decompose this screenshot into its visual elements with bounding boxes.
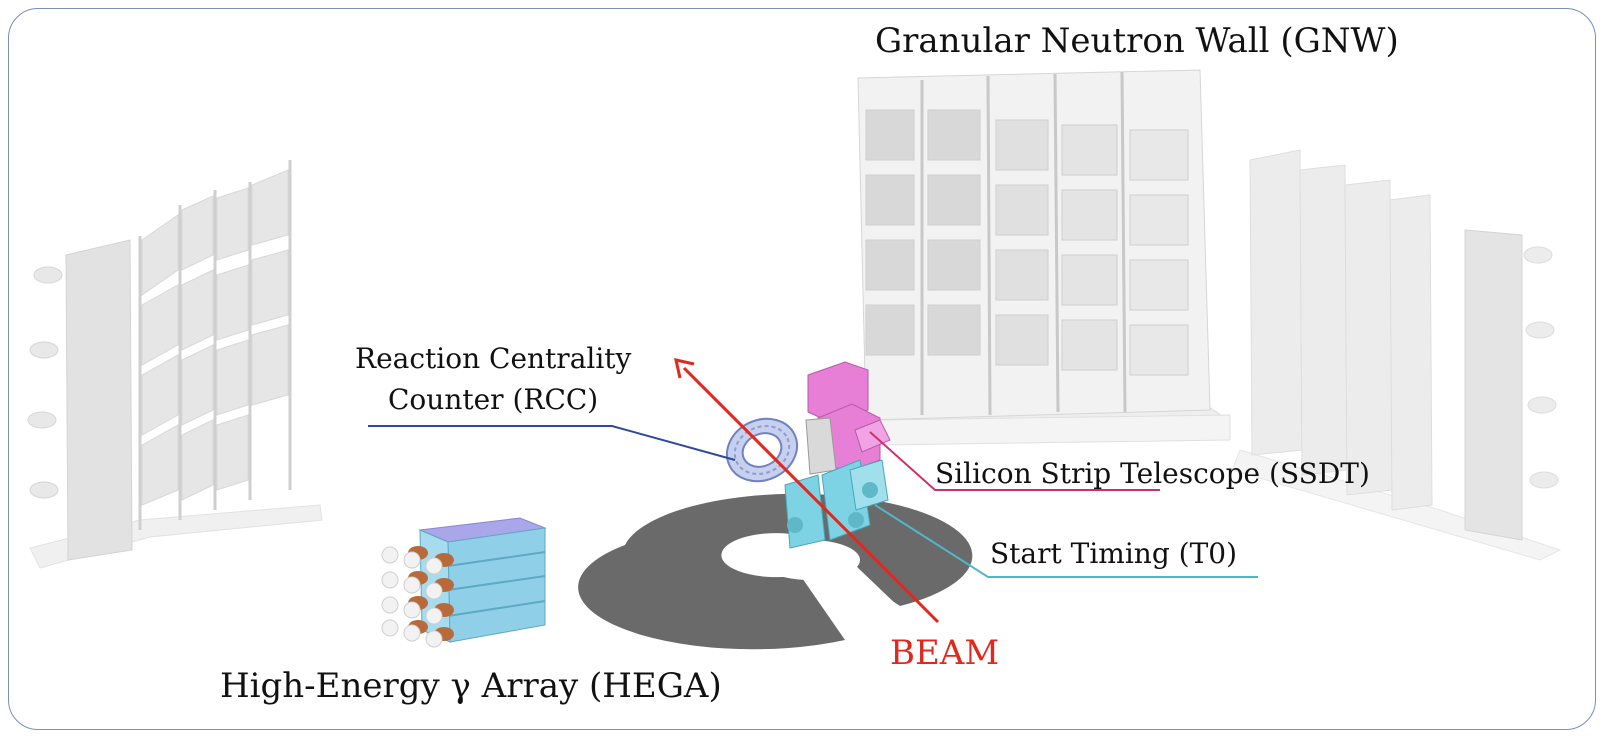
rcc-label-line1: Reaction Centrality [355,342,632,375]
rcc-leader-line [368,425,736,461]
t0-leader-line [874,504,1258,578]
hega-array-model [381,517,547,648]
left-neutron-wall [27,160,323,569]
beam-arrow [674,358,940,624]
figure-frame [8,8,1596,730]
beam-label: BEAM [890,633,999,673]
right-neutron-wall [1231,149,1562,561]
ssdt-label: Silicon Strip Telescope (SSDT) [935,457,1370,490]
silicon-strip-telescope-model [805,361,891,475]
rcc-label-line2: Counter (RCC) [388,383,598,416]
hega-label: High-Energy γ Array (HEGA) [220,666,722,706]
gnw-label: Granular Neutron Wall (GNW) [875,21,1399,61]
ssdt-leader-line [869,431,1160,491]
center-neutron-wall [850,69,1231,446]
t0-label: Start Timing (T0) [990,537,1237,570]
target-chamber-disk [578,493,973,650]
